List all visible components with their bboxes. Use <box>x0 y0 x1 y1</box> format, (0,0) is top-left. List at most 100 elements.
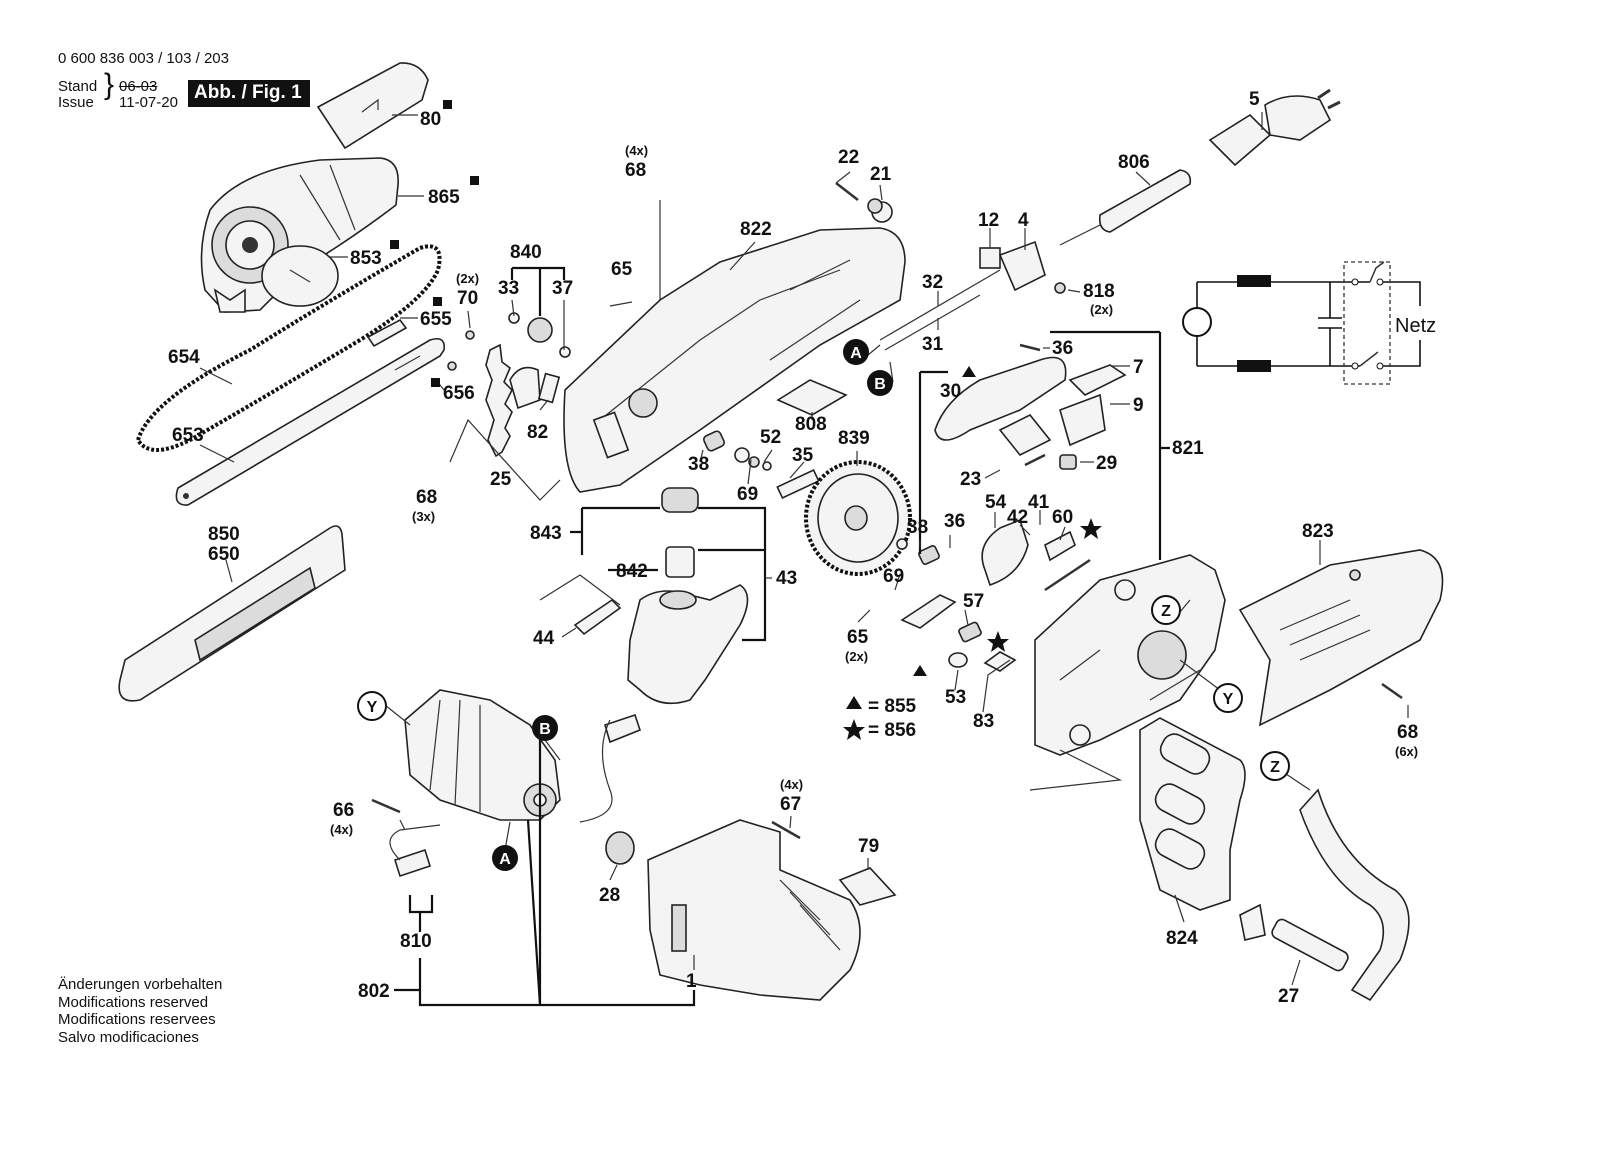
legend-star-text: = 856 <box>868 720 916 741</box>
label-29: 29 <box>1096 453 1117 474</box>
part-25-spike <box>485 343 513 458</box>
issue-label: Issue <box>58 94 94 111</box>
label-68-right-qty: (6x) <box>1395 744 1418 759</box>
label-65-top: 65 <box>611 259 633 280</box>
label-44: 44 <box>533 628 555 649</box>
part-823-guard <box>1238 549 1444 727</box>
label-865: 865 <box>428 187 460 208</box>
label-818: 818 <box>1083 281 1115 302</box>
part-brush-b <box>394 848 431 878</box>
part-653-bar <box>175 337 446 506</box>
part-number-labels: 80 865 853 655 654 656 653 850 650 (2x) … <box>168 89 1418 1007</box>
label-66-qty: (4x) <box>330 822 353 837</box>
part-842-insert <box>665 546 695 578</box>
svg-text:Y: Y <box>367 699 378 716</box>
doc-number: 0 600 836 003 / 103 / 203 <box>58 50 229 67</box>
part-654-chain <box>135 244 442 452</box>
note-de: Änderungen vorbehalten <box>58 976 223 993</box>
svg-text:Z: Z <box>1270 759 1280 776</box>
label-823: 823 <box>1302 521 1334 542</box>
svg-text:Z: Z <box>1161 603 1171 620</box>
label-808: 808 <box>795 414 827 435</box>
label-68-left-qty: (3x) <box>412 509 435 524</box>
label-36-top: 36 <box>1052 338 1073 359</box>
label-27: 27 <box>1278 986 1299 1007</box>
connector-b-top: B <box>867 370 893 396</box>
part-80-drawing <box>316 62 429 150</box>
label-22: 22 <box>838 147 859 168</box>
note-es: Salvo modificaciones <box>58 1028 199 1046</box>
label-822: 822 <box>740 219 772 240</box>
label-53: 53 <box>945 687 966 708</box>
connector-a-top: A <box>843 339 869 365</box>
svg-text:Y: Y <box>1223 691 1234 708</box>
part-839-gear <box>804 460 912 576</box>
label-850: 850 <box>208 524 240 545</box>
svg-text:A: A <box>850 345 862 362</box>
label-806: 806 <box>1118 152 1150 173</box>
connector-b-motor: B <box>532 715 558 741</box>
connector-y-motor: Y <box>357 691 387 721</box>
square-markers <box>390 100 479 387</box>
part-850-cover <box>118 525 346 702</box>
svg-text:A: A <box>499 851 511 868</box>
label-80: 80 <box>420 109 441 130</box>
label-28: 28 <box>599 885 620 906</box>
part-21-cap <box>867 198 893 223</box>
figure-badge: Abb. / Fig. 1 <box>188 80 310 107</box>
label-30: 30 <box>940 381 961 402</box>
label-38-right: 38 <box>907 517 928 538</box>
part-27-handle <box>1299 788 1410 1002</box>
svg-text:B: B <box>539 721 551 738</box>
label-31: 31 <box>922 334 944 355</box>
label-23: 23 <box>960 469 981 490</box>
part-motor-armature <box>404 689 561 821</box>
label-7: 7 <box>1133 357 1144 378</box>
part-655-drawing <box>366 318 408 348</box>
label-5: 5 <box>1249 89 1260 110</box>
part-60-drawing <box>1044 530 1076 562</box>
legend-triangle-text: = 855 <box>868 696 917 717</box>
label-853: 853 <box>350 248 382 269</box>
label-4: 4 <box>1018 210 1029 231</box>
label-36-mid: 36 <box>944 511 965 532</box>
label-69-right: 69 <box>883 566 904 587</box>
label-1: 1 <box>686 971 697 992</box>
label-818-qty: (2x) <box>1090 302 1113 317</box>
stand-label: Stand <box>58 78 98 95</box>
label-12: 12 <box>978 210 999 231</box>
part-1-motor-housing <box>647 819 861 1001</box>
label-68-top: 68 <box>625 160 646 181</box>
label-67: 67 <box>780 794 801 815</box>
part-808-label <box>776 379 848 416</box>
label-79: 79 <box>858 836 879 857</box>
label-650: 650 <box>208 544 240 565</box>
modification-notes: Änderungen vorbehalten Modifications res… <box>58 976 222 1046</box>
label-842: 842 <box>616 561 648 582</box>
label-21: 21 <box>870 164 892 185</box>
part-865-drawing <box>200 157 399 313</box>
connector-a-motor: A <box>492 845 518 871</box>
label-65-right: 65 <box>847 627 869 648</box>
part-lever-small <box>900 594 957 629</box>
label-67-qty: (4x) <box>780 777 803 792</box>
label-810: 810 <box>400 931 432 952</box>
label-52: 52 <box>760 427 781 448</box>
connector-z-housing: Z <box>1151 595 1181 625</box>
part-43-tank <box>627 584 749 705</box>
label-9: 9 <box>1133 395 1144 416</box>
label-60: 60 <box>1052 507 1073 528</box>
circuit-schematic: Netz <box>1182 261 1436 385</box>
part-30-lever <box>934 356 1067 441</box>
part-806-sleeve <box>1098 169 1192 233</box>
label-656: 656 <box>443 383 475 404</box>
part-4-switch <box>998 240 1046 292</box>
label-70-qty: (2x) <box>456 271 479 286</box>
label-69-left: 69 <box>737 484 758 505</box>
connector-z-handle: Z <box>1260 751 1290 781</box>
part-822-housing <box>563 227 906 493</box>
note-fr: Modifications reservees <box>58 1011 216 1028</box>
label-33: 33 <box>498 278 519 299</box>
